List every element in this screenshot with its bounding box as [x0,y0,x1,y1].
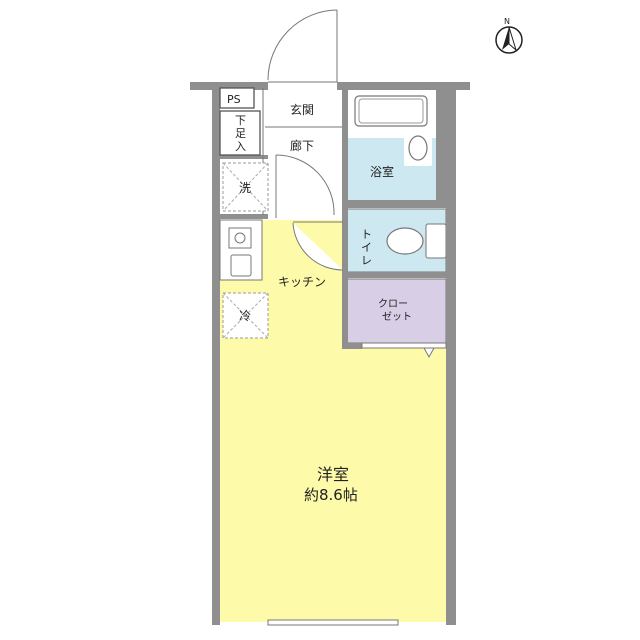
entrance-label: 玄関 [290,102,314,117]
western-room-size: 約8.6帖 [304,486,358,504]
bathroom-label: 浴室 [370,164,394,179]
toilet-label-1: ト [361,228,372,241]
washer-label: 洗 [239,181,251,195]
western-room-floor [220,220,446,622]
closet-label-2: ゼット [382,311,412,323]
hallway-label: 廊下 [290,138,314,153]
north-arrow-icon: N [495,17,523,54]
ps-label: PS [227,93,241,106]
kitchen-label: キッチン [278,275,326,289]
fridge-label: 冷 [239,309,251,323]
entrance-door[interactable] [267,9,338,83]
closet-label-1: クロー [378,298,408,310]
shoe-box-label-3: 入 [235,140,246,153]
shoe-box-label-2: 足 [235,127,246,140]
toilet-label-3: レ [361,254,372,267]
toilet-label-2: イ [361,241,372,254]
walls [190,82,470,625]
shoe-box-label-1: 下 [235,114,246,127]
western-room-label: 洋室 [317,465,349,484]
north-label: N [504,17,510,26]
closet-floor [346,278,447,344]
